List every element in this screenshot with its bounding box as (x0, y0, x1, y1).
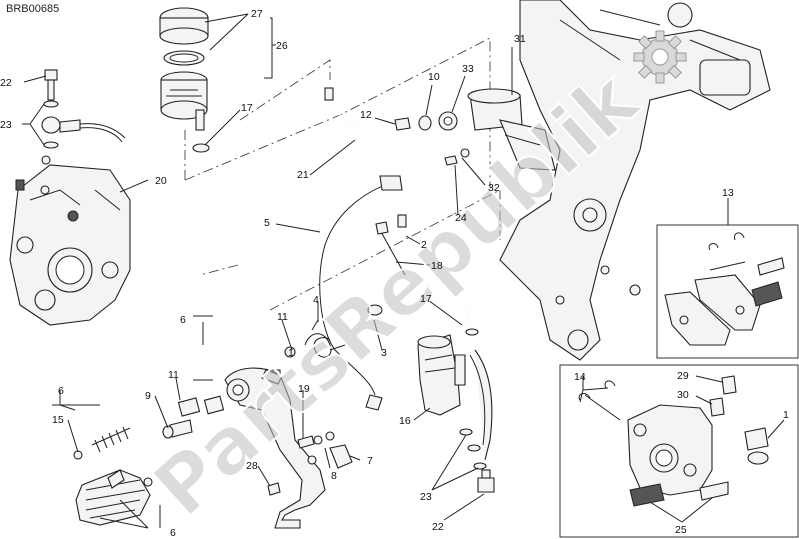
callout-25: 25 (675, 524, 687, 536)
rear-master-cylinder (417, 334, 493, 461)
callout-4: 4 (313, 294, 319, 306)
callout-12: 12 (360, 109, 372, 121)
leader-lines (22, 13, 785, 529)
callout-31: 31 (514, 33, 526, 45)
callout-3: 3 (381, 347, 387, 359)
callout-17-mid: 17 (420, 293, 432, 305)
callout-6-mid: 6 (180, 314, 186, 326)
callout-11-lower: 11 (168, 369, 179, 381)
reservoir-assembly (159, 7, 276, 153)
master-cylinder-mount (394, 88, 556, 171)
callout-10: 10 (428, 71, 440, 83)
callout-21: 21 (297, 169, 309, 181)
banjo-bolt-bottom (459, 428, 495, 493)
callout-7: 7 (367, 455, 373, 467)
callout-29: 29 (677, 370, 689, 382)
caliper-kit-box (559, 364, 799, 538)
callout-1: 1 (288, 347, 294, 359)
callout-18: 18 (431, 260, 443, 272)
brake-line-tube (324, 87, 479, 336)
callout-17-top: 17 (241, 102, 253, 114)
callout-15: 15 (52, 414, 64, 426)
callout-numbers: 27 26 22 23 17 20 21 12 10 33 31 32 24 5… (0, 8, 789, 539)
pushrod (367, 214, 407, 316)
callout-28: 28 (246, 460, 258, 472)
diagram-code: BRB00685 (6, 3, 60, 15)
callout-20: 20 (155, 175, 167, 187)
pedal-hardware (267, 431, 353, 496)
rear-caliper-left (9, 164, 131, 326)
callout-22-bottom: 22 (432, 521, 444, 533)
banjo-bolt-top (41, 69, 126, 165)
callout-14: 14 (574, 371, 586, 383)
callout-32: 32 (488, 182, 500, 194)
callout-6-bottom: 6 (170, 527, 176, 539)
pad-kit-box (656, 224, 799, 359)
brake-pedal (224, 367, 326, 529)
callout-8: 8 (331, 470, 337, 482)
callout-24: 24 (455, 212, 467, 224)
callout-11-upper: 11 (277, 311, 288, 323)
gear-icon (633, 30, 687, 84)
callout-23-top: 23 (0, 119, 12, 131)
callout-6-left: 6 (58, 385, 64, 397)
footpeg (73, 426, 153, 526)
frame-part (499, 0, 771, 361)
callout-23-bottom: 23 (420, 491, 432, 503)
callout-27: 27 (251, 8, 263, 20)
callout-30: 30 (677, 389, 689, 401)
callout-26: 26 (276, 40, 288, 52)
callout-33: 33 (462, 63, 474, 75)
pivot-bushings (162, 395, 225, 439)
callout-16: 16 (399, 415, 411, 427)
callout-2: 2 (421, 239, 427, 251)
brake-light-switch-cable (319, 175, 403, 411)
callout-13: 13 (722, 187, 734, 199)
callout-19: 19 (298, 383, 310, 395)
callout-1-kit: 1 (783, 409, 789, 421)
callout-9: 9 (145, 390, 151, 402)
callout-22-top: 22 (0, 77, 12, 89)
callout-5: 5 (264, 217, 270, 229)
